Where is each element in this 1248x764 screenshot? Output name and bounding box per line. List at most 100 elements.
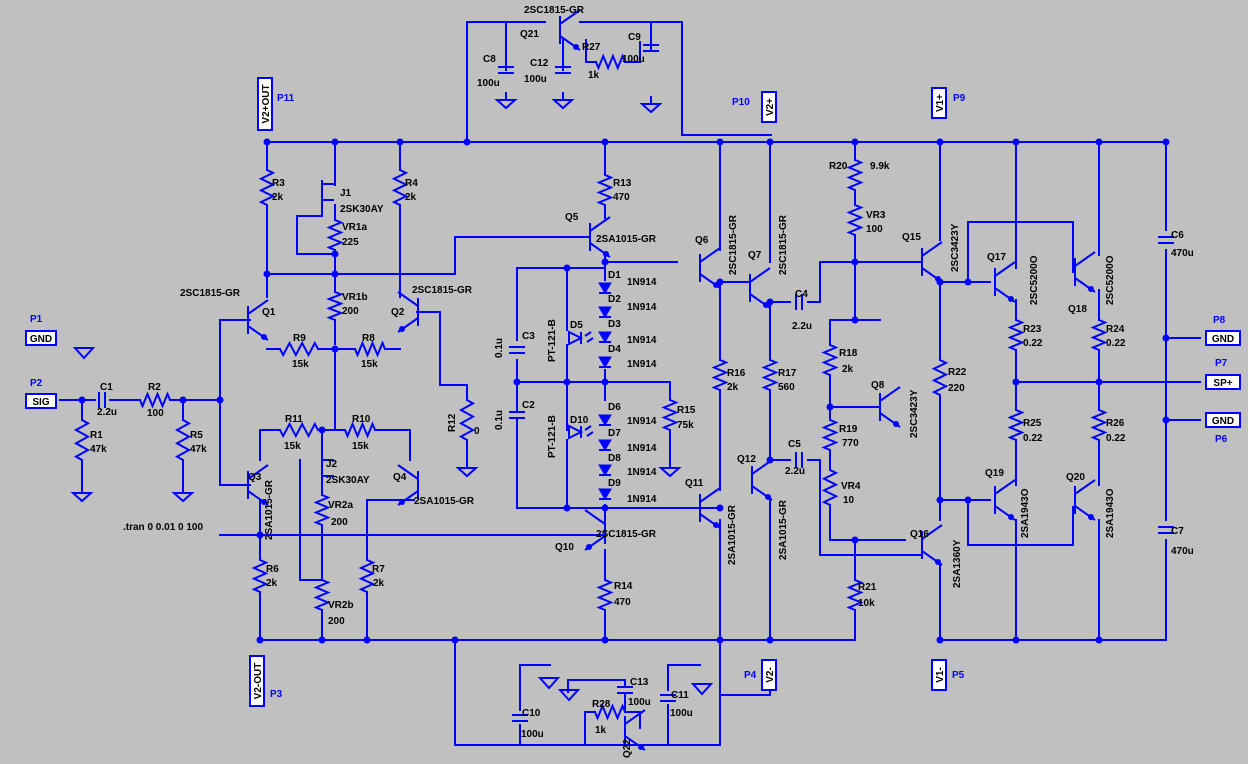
junction-dot [216, 396, 224, 404]
component-label: C2 [522, 400, 535, 411]
junction-dot [1095, 378, 1103, 386]
component-label: C11 [671, 690, 689, 701]
port-text: V2+OUT [261, 84, 272, 123]
component-label: J2 [326, 459, 338, 470]
component-label: 100 [866, 224, 883, 235]
transistor-icon [935, 276, 941, 282]
component-label: 47k [90, 444, 107, 455]
component-label: 2SC1815-GR [778, 214, 789, 275]
port-id: P7 [1215, 358, 1228, 369]
port-id: P10 [732, 97, 750, 108]
transistor-icon [638, 744, 644, 750]
junction-dot [1012, 138, 1020, 146]
transistor-icon [261, 334, 267, 340]
transistor-icon [589, 216, 611, 232]
resistor-icon [846, 204, 864, 236]
component-label: 100u [524, 74, 547, 85]
junction-dot [601, 258, 609, 266]
resistor-icon [1007, 319, 1025, 351]
junction-dot [1162, 138, 1170, 146]
component-label: 470 [614, 597, 631, 608]
resistor-icon [931, 359, 949, 396]
transistor-icon [765, 494, 771, 500]
component-label: 100u [477, 78, 500, 89]
component-label: 2SC1815-GR [524, 5, 585, 16]
junction-dot [936, 636, 944, 644]
component-label: 1N914 [627, 359, 657, 370]
junction-dot [563, 264, 571, 272]
transistor-icon [699, 247, 721, 263]
component-label: 1N914 [627, 467, 657, 478]
transistor-icon [247, 464, 269, 480]
junction-dot [331, 270, 339, 278]
component-label: D9 [608, 478, 621, 489]
component-label: 1N914 [627, 494, 657, 505]
component-label: R26 [1106, 418, 1125, 429]
diode-icon [598, 306, 612, 318]
component-label: 2k [266, 578, 278, 589]
transistor-icon [994, 261, 1016, 277]
transistor-icon [261, 499, 267, 505]
component-label: 2k [405, 192, 417, 203]
port-text: GND [30, 334, 52, 345]
component-label: 2SC1815-GR [596, 529, 657, 540]
component-label: R3 [272, 178, 285, 189]
junction-dot [601, 636, 609, 644]
transistor-icon [1008, 514, 1014, 520]
component-label: R9 [293, 333, 306, 344]
junction-dot [601, 504, 609, 512]
component-label: R21 [858, 582, 877, 593]
component-label: C10 [522, 708, 541, 719]
port-id: P3 [270, 689, 283, 700]
resistor-icon [358, 559, 376, 593]
resistor-icon [594, 703, 626, 721]
port-flag [931, 87, 947, 119]
component-label: Q3 [248, 472, 262, 483]
wires [59, 21, 1201, 746]
resistor-icon [391, 169, 409, 206]
junction-dot [331, 138, 339, 146]
resistor-icon [1007, 409, 1025, 441]
junction-dot [513, 378, 521, 386]
component-label: C3 [522, 331, 535, 342]
component-label: 2SC3423Y [909, 389, 920, 438]
resistor-icon [139, 391, 171, 409]
component-label: VR2b [328, 600, 354, 611]
ground-icon [690, 683, 714, 696]
component-label: 220 [948, 383, 965, 394]
led-icon [584, 331, 594, 343]
component-label: C5 [788, 439, 801, 450]
component-label: 15k [292, 359, 309, 370]
component-label: C13 [630, 677, 649, 688]
component-label: Q20 [1066, 472, 1085, 483]
resistor-icon [258, 169, 276, 206]
component-label: R4 [405, 178, 418, 189]
component-label: .tran 0 0.01 0 100 [123, 522, 203, 533]
component-label: D10 [570, 415, 589, 426]
component-label: VR1a [342, 222, 367, 233]
component-label: 47k [190, 444, 207, 455]
component-label: VR4 [841, 481, 861, 492]
component-label: D5 [570, 320, 583, 331]
resistor-icon [313, 579, 331, 611]
port-text: V2- [765, 667, 776, 683]
resistor-icon [711, 359, 729, 391]
transistor-icon [559, 9, 581, 25]
component-label: 2k [272, 192, 284, 203]
junction-dot [851, 316, 859, 324]
port-flag [257, 77, 273, 131]
junction-dot [331, 250, 339, 258]
component-label: 15k [284, 441, 301, 452]
port-id: P4 [744, 670, 757, 681]
port-flag [249, 655, 265, 707]
resistor-icon [251, 559, 269, 593]
transistor-icon [573, 44, 579, 50]
port-text: GND [1212, 416, 1234, 427]
junction-dot [851, 138, 859, 146]
junction-dot [964, 278, 972, 286]
component-label: 15k [361, 359, 378, 370]
component-label: R13 [613, 178, 632, 189]
component-label: R2 [148, 382, 161, 393]
junction-dot [1162, 416, 1170, 424]
